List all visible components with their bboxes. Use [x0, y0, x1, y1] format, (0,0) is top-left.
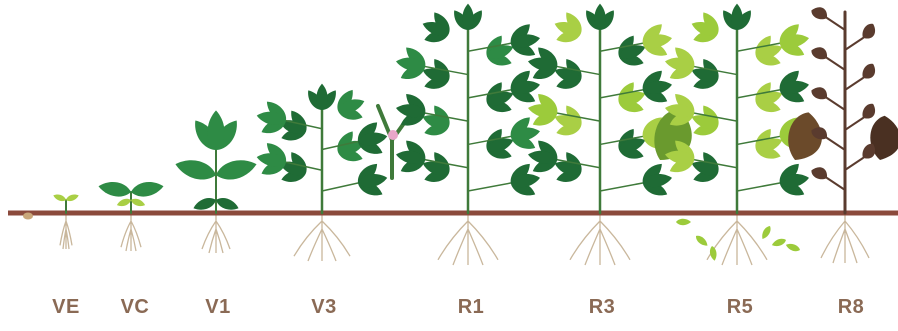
stem	[322, 183, 358, 191]
stem	[827, 58, 845, 70]
root-system	[438, 213, 498, 265]
leaf	[760, 224, 773, 240]
stage-label-ve: VE	[36, 296, 96, 319]
plant-vc	[97, 179, 164, 213]
pod	[810, 3, 831, 23]
stage-label-r1: R1	[441, 296, 501, 319]
stage-label-r8: R8	[821, 296, 881, 319]
root-system	[121, 213, 141, 251]
stage-label-vc: VC	[105, 296, 165, 319]
leaf	[709, 245, 718, 261]
leaf	[116, 197, 132, 208]
leaf	[214, 156, 259, 184]
root	[821, 213, 869, 263]
stem	[845, 158, 863, 170]
stem	[827, 18, 845, 30]
leaf	[52, 193, 67, 203]
leaf	[785, 242, 801, 253]
leaf	[192, 195, 218, 213]
fallen-leaves	[676, 219, 801, 262]
leaf	[694, 234, 710, 249]
seed	[23, 213, 33, 220]
leaf	[676, 219, 691, 225]
root	[60, 213, 72, 249]
leaf	[130, 197, 146, 208]
pod	[810, 43, 831, 63]
plants-layer	[52, 3, 898, 261]
root-system	[294, 213, 350, 261]
stage-label-v3: V3	[294, 296, 354, 319]
stem	[827, 138, 845, 150]
leaf	[97, 179, 132, 199]
root-system	[821, 213, 869, 263]
leaf	[214, 195, 240, 213]
root	[438, 213, 498, 265]
leaf	[65, 193, 80, 203]
plant	[395, 4, 541, 213]
leaf	[130, 179, 165, 199]
stem	[845, 38, 863, 50]
stem	[845, 118, 863, 130]
leaf	[771, 237, 787, 248]
plant	[664, 4, 810, 213]
plant	[527, 4, 673, 213]
flower-icon	[388, 130, 398, 140]
root	[121, 213, 141, 251]
root	[294, 213, 350, 261]
stem	[737, 183, 780, 191]
root	[202, 213, 230, 253]
root-system	[202, 213, 230, 253]
plant-ve	[52, 193, 79, 213]
plant	[256, 84, 389, 213]
stem	[827, 98, 845, 110]
root	[570, 213, 630, 265]
pod	[810, 83, 831, 103]
stem	[827, 178, 845, 190]
dry-pod-inset	[777, 108, 898, 167]
stem	[600, 183, 643, 191]
root-system	[60, 213, 72, 249]
stem	[468, 183, 511, 191]
leaf	[173, 156, 218, 184]
pod	[810, 163, 831, 183]
plant-r8	[810, 3, 880, 213]
stem	[845, 78, 863, 90]
stage-label-v1: V1	[188, 296, 248, 319]
stage-label-r5: R5	[710, 296, 770, 319]
stage-label-r3: R3	[572, 296, 632, 319]
root-system	[570, 213, 630, 265]
plant-v1	[173, 110, 259, 213]
root-layer	[60, 213, 869, 265]
